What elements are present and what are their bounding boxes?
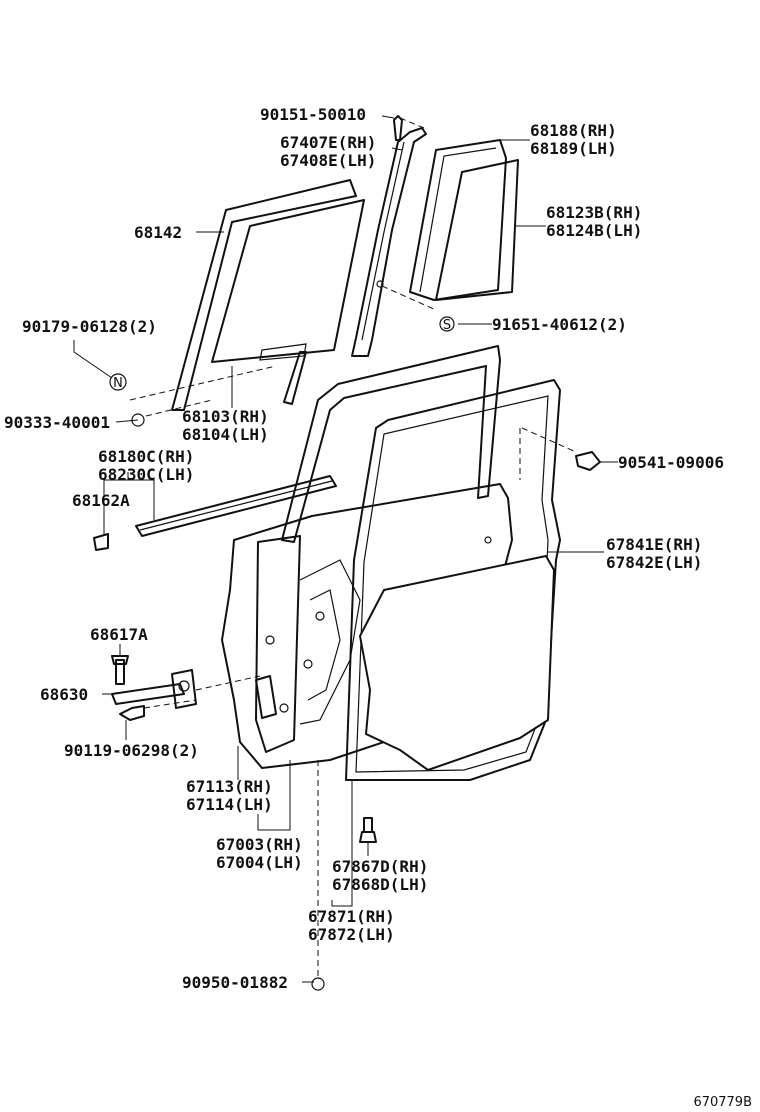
front-run-channel — [351, 115, 427, 357]
n-marker: N — [109, 373, 127, 391]
label-90179-06128: 90179-06128(2) — [22, 317, 157, 336]
door-glass-run — [171, 179, 357, 411]
leader-lines — [73, 115, 618, 983]
label-67868d: 67868D(LH) — [332, 875, 428, 894]
label-90151-50010: 90151-50010 — [260, 105, 366, 124]
label-67872: 67872(LH) — [308, 925, 395, 944]
label-90950-01882: 90950-01882 — [182, 973, 288, 992]
label-90333-40001: 90333-40001 — [4, 413, 110, 432]
label-68630: 68630 — [40, 685, 88, 704]
label-67004: 67004(LH) — [216, 853, 303, 872]
part-labels: 90151-50010 67407E(RH) 67408E(LH) 68188(… — [4, 105, 724, 992]
label-68189: 68189(LH) — [530, 139, 617, 158]
door-check — [111, 669, 197, 709]
label-67408e: 67408E(LH) — [280, 151, 376, 170]
label-68124b: 68124B(LH) — [546, 221, 642, 240]
hardware-fasteners — [93, 451, 601, 843]
s-marker: S — [439, 316, 455, 333]
door-glass — [211, 199, 365, 405]
label-68162a: 68162A — [72, 491, 130, 510]
label-68188: 68188(RH) — [530, 121, 617, 140]
label-67114: 67114(LH) — [186, 795, 273, 814]
label-67841e: 67841E(RH) — [606, 535, 702, 554]
label-67407e: 67407E(RH) — [280, 133, 376, 152]
label-68104: 68104(LH) — [182, 425, 269, 444]
quarter-glass — [435, 159, 519, 301]
label-68180c: 68180C(RH) — [98, 447, 194, 466]
label-68617a: 68617A — [90, 625, 148, 644]
label-67871: 67871(RH) — [308, 907, 395, 926]
label-68142: 68142 — [134, 223, 182, 242]
door-weatherstrip — [345, 379, 561, 781]
label-67113: 67113(RH) — [186, 777, 273, 796]
dashed-guides — [129, 117, 577, 980]
label-68103: 68103(RH) — [182, 407, 269, 426]
label-67842e: 67842E(LH) — [606, 553, 702, 572]
diagram-id: 670779B — [693, 1095, 752, 1110]
service-hole-cover — [359, 555, 555, 771]
label-67003: 67003(RH) — [216, 835, 303, 854]
svg-text:N: N — [113, 376, 123, 391]
label-91651-40612: 91651-40612(2) — [492, 315, 627, 334]
grommet-90333 — [131, 413, 145, 427]
plug-90950 — [311, 977, 325, 991]
quarter-glass-weatherstrip — [409, 139, 507, 301]
label-67867d: 67867D(RH) — [332, 857, 428, 876]
door-window-frame — [281, 345, 501, 543]
svg-text:S: S — [443, 318, 451, 333]
label-68230c: 68230C(LH) — [98, 465, 194, 484]
label-90541-09006: 90541-09006 — [618, 453, 724, 472]
label-90119-06298: 90119-06298(2) — [64, 741, 199, 760]
label-68123b: 68123B(RH) — [546, 203, 642, 222]
belt-moulding — [135, 475, 337, 537]
